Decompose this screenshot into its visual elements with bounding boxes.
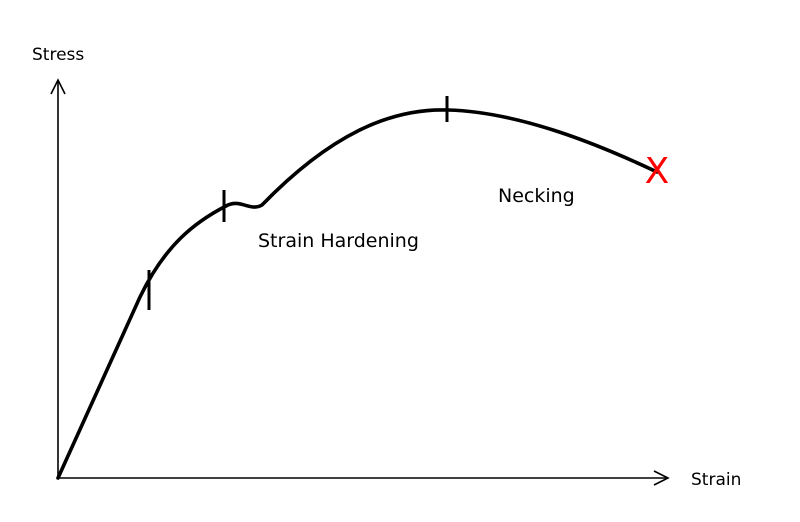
stress-strain-curve xyxy=(56,108,659,480)
necking-label: Necking xyxy=(498,185,575,207)
y-axis-label: Stress xyxy=(32,45,84,65)
x-axis-arrowhead xyxy=(653,470,670,486)
strain-hardening-label: Strain Hardening xyxy=(258,230,419,252)
fracture-marker: X xyxy=(645,151,670,192)
x-axis-label: Strain xyxy=(691,470,741,490)
y-axis-arrowhead xyxy=(50,78,66,95)
